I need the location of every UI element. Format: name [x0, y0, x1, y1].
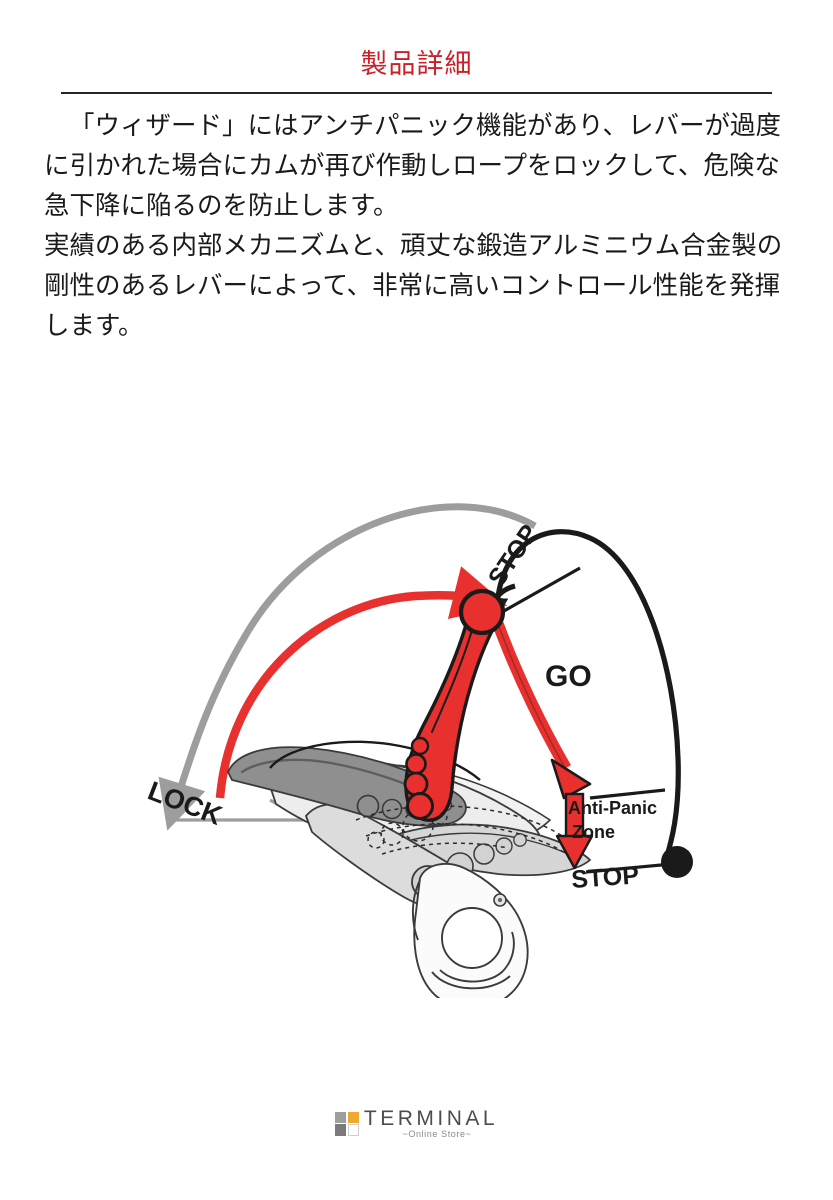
- logo-text: TERMINAL ~Online Store~: [364, 1108, 498, 1139]
- red-lever: [403, 588, 594, 870]
- label-anti-panic-zone-line2: Zone: [572, 822, 615, 842]
- pivot-knob: [458, 588, 506, 636]
- description-paragraph-1: 「ウィザード」にはアンチパニック機能があり、レバーが過度に引かれた場合にカムが再…: [44, 111, 781, 221]
- label-go: GO: [545, 660, 592, 693]
- anti-panic-diagram: LOCK STOP GO Anti-Panic Zone STOP: [120, 468, 720, 998]
- descender-diagram-svg: LOCK STOP GO Anti-Panic Zone STOP: [144, 503, 693, 998]
- stop-endpoint-dot: [661, 846, 693, 878]
- product-description: 「ウィザード」にはアンチパニック機能があり、レバーが過度に引かれた場合にカムが再…: [44, 106, 804, 346]
- page-header: 製品詳細: [0, 50, 833, 80]
- description-paragraph-2: 実績のある内部メカニズムと、頑丈な鍛造アルミニウム合金製の剛性のあるレバーによっ…: [44, 231, 783, 341]
- logo-square-top-left: [334, 1111, 347, 1123]
- label-stop-top: STOP: [483, 520, 544, 592]
- label-stop-bottom: STOP: [570, 861, 639, 894]
- callout-lines: [585, 788, 693, 878]
- terminal-logo[interactable]: TERMINAL ~Online Store~: [334, 1108, 498, 1139]
- page-title: 製品詳細: [360, 49, 473, 80]
- logo-square-top-right: [347, 1111, 359, 1123]
- logo-squares-icon: [334, 1111, 359, 1136]
- logo-tagline: ~Online Store~: [402, 1129, 472, 1139]
- label-anti-panic-zone-line1: Anti-Panic: [568, 798, 657, 818]
- site-footer: TERMINAL ~Online Store~: [0, 1108, 833, 1139]
- title-divider: [61, 92, 772, 94]
- logo-square-bottom-right: [347, 1124, 359, 1136]
- logo-square-bottom-left: [334, 1124, 347, 1136]
- red-lock-arc: [215, 566, 508, 799]
- logo-wordmark: TERMINAL: [363, 1107, 499, 1130]
